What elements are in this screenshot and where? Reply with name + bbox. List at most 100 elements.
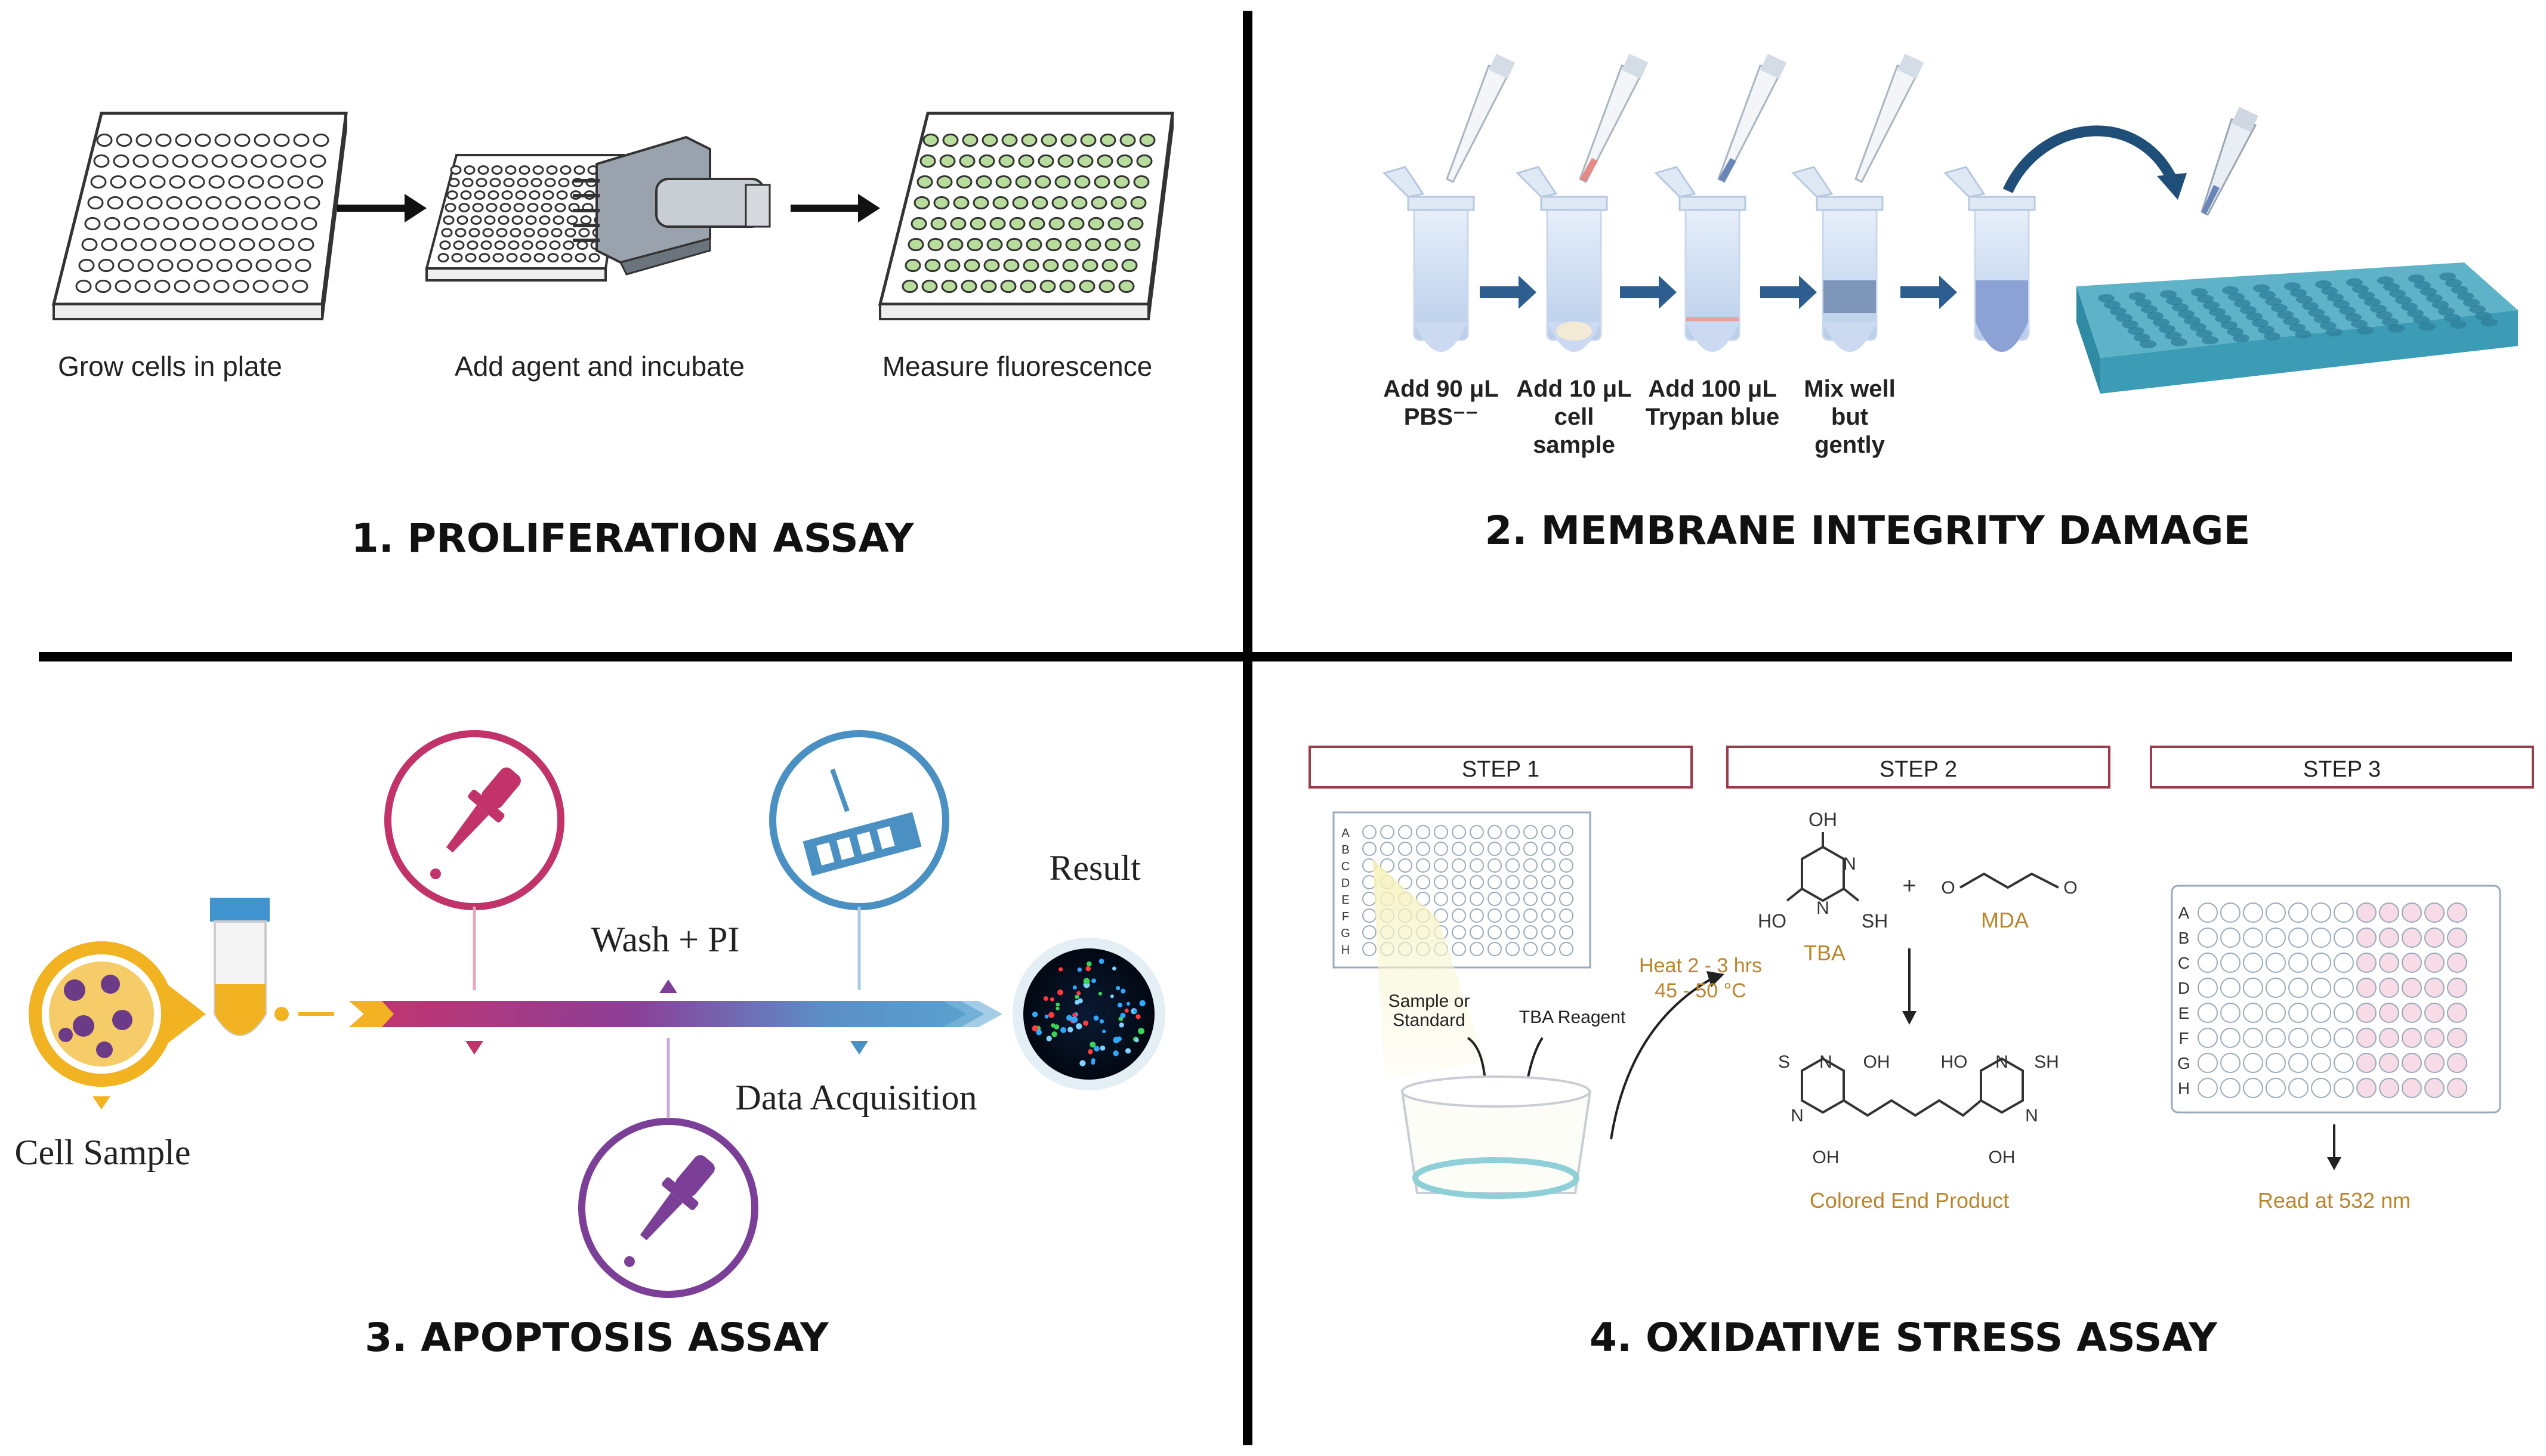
plate-well (2246, 312, 2263, 321)
plate-well (1041, 133, 1057, 147)
plate-well (2364, 298, 2381, 307)
plate-grow-cells (51, 112, 348, 320)
row-letter: E (1341, 894, 1349, 907)
plate-well (1101, 258, 1118, 273)
row-letter: B (2178, 929, 2190, 947)
plate-well (533, 253, 545, 262)
microtube-icon (1654, 166, 1746, 352)
row-letter: A (2178, 904, 2190, 922)
plate-well (1523, 892, 1538, 906)
plate-well (121, 237, 137, 252)
plate-well (2159, 324, 2175, 333)
plate-well (1029, 217, 1045, 231)
plate-well (304, 196, 320, 210)
plate-well (2475, 311, 2492, 320)
plate-well (2327, 293, 2344, 302)
event-dot (1091, 978, 1096, 984)
plate-well (2243, 928, 2263, 948)
plate-well (1505, 825, 1520, 839)
plate-well (2288, 902, 2309, 923)
plate-well (2424, 1028, 2445, 1048)
plate-well (2356, 902, 2377, 923)
plate-well (2356, 1028, 2377, 1048)
plate-well (124, 217, 140, 231)
plate-well (2439, 272, 2456, 281)
plate-well (222, 217, 239, 231)
plate-well (962, 133, 979, 147)
plate-well (2220, 928, 2241, 948)
plate-well (1398, 842, 1412, 856)
plate-well (245, 196, 261, 210)
plate-well (537, 228, 549, 237)
plate-well (248, 175, 264, 189)
plate-well (1470, 858, 1484, 873)
plate-well (2265, 297, 2282, 306)
plate-well (2389, 289, 2406, 298)
plate-well (1452, 892, 1466, 906)
event-dot (1050, 997, 1054, 1001)
plate-well (2191, 288, 2208, 297)
plate-well (1559, 908, 1573, 923)
plate-well (908, 237, 924, 252)
plate-well (986, 237, 1003, 252)
plate-well (2198, 902, 2218, 923)
plate-well (1523, 858, 1538, 873)
plate-well (2432, 301, 2449, 309)
row-letter: H (1341, 944, 1350, 957)
plate-well (2266, 953, 2286, 973)
plate-well (921, 279, 938, 293)
plate-well (2424, 1078, 2445, 1098)
plate-well (458, 203, 470, 212)
plate-well (1398, 825, 1412, 839)
plate-well (2243, 1003, 2263, 1023)
plate-well (2220, 1053, 2241, 1073)
plate-well (2288, 928, 2309, 948)
plate-well (566, 215, 578, 225)
plate-well (992, 196, 1009, 210)
plate-well (84, 217, 101, 231)
row-letter: E (2178, 1004, 2190, 1022)
plate-well (2311, 953, 2331, 973)
row-letter: G (1341, 927, 1350, 940)
event-dot (1090, 1041, 1096, 1048)
svg-text:HO: HO (1941, 1052, 1968, 1072)
plate-well (914, 196, 930, 210)
event-dot (1100, 1019, 1104, 1024)
plate-well (160, 237, 177, 252)
plate-well (1057, 154, 1074, 168)
plate-well (970, 217, 986, 231)
plate-well (1113, 175, 1130, 189)
event-dot (1066, 1015, 1073, 1021)
plate-well (1416, 842, 1430, 856)
plate-well (2314, 315, 2331, 324)
plate-well (261, 217, 278, 231)
plate-well (2140, 340, 2156, 348)
plate-well (523, 228, 535, 237)
plate-well (2197, 295, 2214, 304)
plate-well (2311, 1003, 2331, 1023)
plate-measure-fluorescence (878, 112, 1174, 320)
svg-text:gently: gently (1814, 432, 1885, 458)
plate-well (1541, 908, 1556, 923)
plate-well (1505, 875, 1520, 889)
plate-well (2447, 953, 2467, 973)
plate-well (443, 215, 455, 225)
plate-well (2333, 299, 2350, 308)
svg-text:O: O (2063, 878, 2077, 898)
svg-text:N: N (1995, 1052, 2008, 1072)
plate-well (450, 165, 462, 175)
plate-well (1488, 892, 1502, 906)
svg-text:OH: OH (1813, 1148, 1840, 1167)
colored-product-molecule (1801, 1057, 2024, 1117)
plate-well (1416, 858, 1430, 873)
plate-well (1523, 825, 1538, 839)
plate-well (2203, 301, 2220, 310)
event-dot (1056, 1006, 1060, 1010)
plate-well (2266, 978, 2286, 998)
event-dot (1100, 1045, 1106, 1051)
plate-well (2141, 305, 2158, 314)
plate-well (1136, 154, 1153, 168)
plate-well (1003, 258, 1020, 273)
event-dot (1077, 967, 1082, 972)
